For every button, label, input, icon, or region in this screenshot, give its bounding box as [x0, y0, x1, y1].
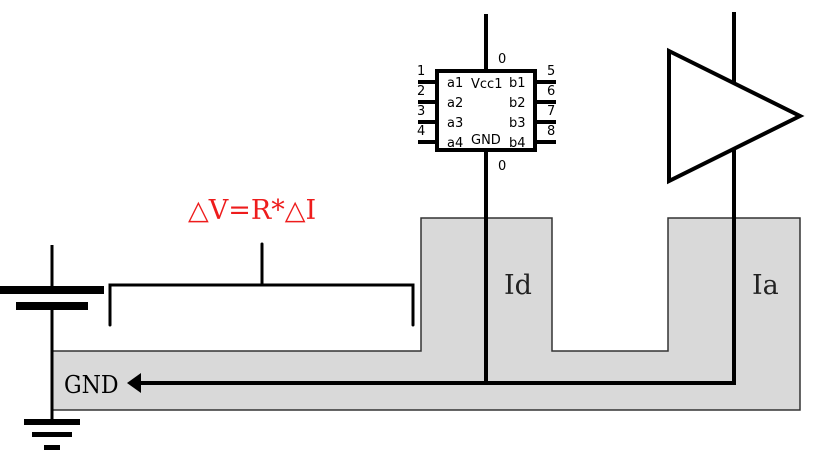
chip-bottom-pin-number: 0	[498, 159, 506, 174]
chip-pin-number-3: 3	[417, 104, 425, 119]
ground-plane	[51, 217, 801, 411]
chip-power-label: Vcc1	[471, 77, 502, 92]
chip-pin-label-b2: b2	[509, 96, 526, 111]
ground-label: GND	[64, 372, 119, 399]
chip-pin-number-4: 4	[417, 124, 425, 139]
chip-pin-label-a3: a3	[447, 116, 463, 131]
digital-chip: 0 0 1 2 3 4 5 6 7 8 a1 a2 a3 a4 b1 b2 b3…	[417, 52, 556, 174]
voltage-drop-bracket	[108, 242, 415, 327]
chip-top-pin-number: 0	[498, 52, 506, 67]
digital-current-label: Id	[504, 270, 532, 301]
chip-pin-number-5: 5	[547, 64, 555, 79]
chip-pin-label-a2: a2	[447, 96, 463, 111]
chip-ground-label: GND	[471, 133, 501, 148]
chip-pin-number-7: 7	[547, 104, 555, 119]
voltage-drop-formula: △V=R*△I	[188, 195, 316, 226]
amplifier-triangle-icon	[667, 47, 805, 185]
chip-pin-number-2: 2	[417, 84, 425, 99]
ground-icon	[24, 419, 80, 450]
battery-icon	[0, 245, 104, 420]
chip-pin-label-b4: b4	[509, 136, 526, 151]
left-arrow-icon	[127, 373, 141, 393]
chip-pin-label-b1: b1	[509, 76, 526, 91]
analog-current-label: Ia	[752, 270, 779, 301]
chip-pin-number-1: 1	[417, 64, 425, 79]
chip-pin-label-b3: b3	[509, 116, 526, 131]
chip-pin-label-a4: a4	[447, 136, 463, 151]
chip-pin-number-6: 6	[547, 84, 555, 99]
chip-pin-label-a1: a1	[447, 76, 463, 91]
chip-pin-number-8: 8	[547, 124, 555, 139]
